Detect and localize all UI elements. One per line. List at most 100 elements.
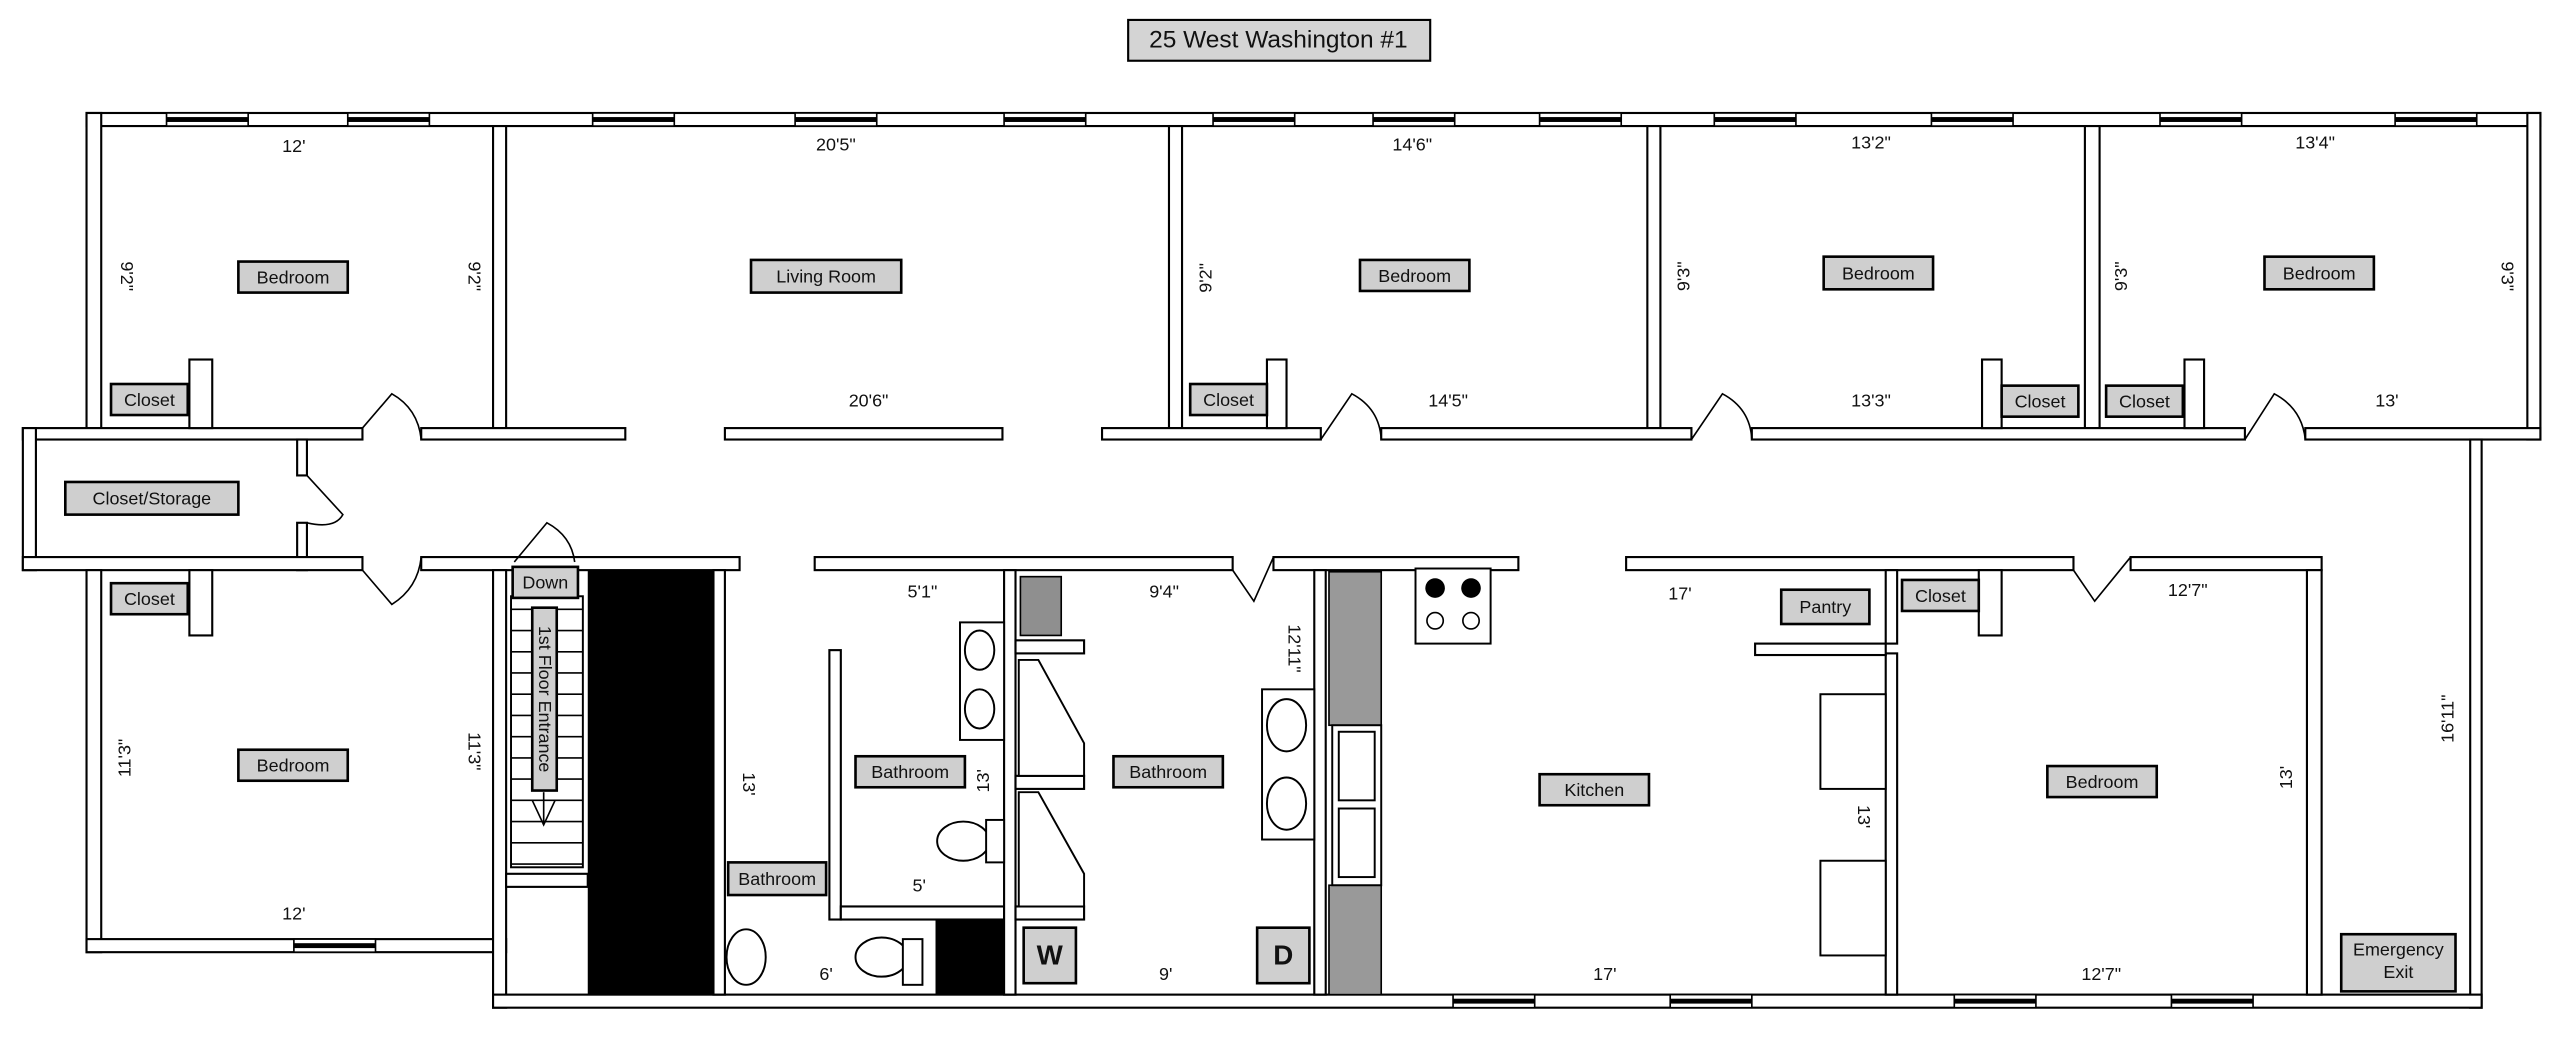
door-swing xyxy=(306,474,344,526)
sink-icon xyxy=(963,629,996,671)
dimension-label: 20'6" xyxy=(849,391,889,411)
stove-icon xyxy=(1414,567,1492,645)
room-label-closet: Closet xyxy=(2104,384,2185,418)
dryer-icon: D xyxy=(1255,926,1311,985)
window xyxy=(1212,112,1296,127)
walls xyxy=(21,111,2542,1009)
svg-text:Bedroom: Bedroom xyxy=(257,267,330,287)
first-floor-entrance-label: 1st Floor Entrance xyxy=(530,606,559,792)
dimension-label: 9'2" xyxy=(1195,263,1215,293)
water-heater xyxy=(1019,575,1063,637)
dimension-label: 13' xyxy=(973,769,993,792)
dimension-label: 11'3" xyxy=(465,732,485,770)
svg-text:Kitchen: Kitchen xyxy=(1564,780,1624,800)
counter-top xyxy=(1328,570,1383,727)
toilet-tank xyxy=(901,938,924,986)
room-label-bedroom: Bedroom xyxy=(237,748,350,783)
room-label-living-room: Living Room xyxy=(749,258,903,294)
svg-text:Down: Down xyxy=(522,573,568,593)
room-label-bedroom: Bedroom xyxy=(2263,255,2376,291)
window xyxy=(794,112,878,127)
door-swing xyxy=(1231,556,1275,603)
room-label-closet: Closet xyxy=(1188,382,1269,417)
door-swing xyxy=(361,392,423,440)
dimension-label: 14'5" xyxy=(1428,391,1468,411)
plan-title: 25 West Washington #1 xyxy=(1127,18,1432,62)
door-swing xyxy=(1690,392,1753,440)
dimension-label: 12'7" xyxy=(2081,964,2121,984)
dimension-label: 13' xyxy=(739,772,759,795)
dimension-label: 17' xyxy=(1593,964,1616,984)
dimension-label: 9'3" xyxy=(2497,261,2517,291)
dimension-label: 9'3" xyxy=(1674,261,1694,291)
sink-icon xyxy=(963,688,996,730)
shower-stall xyxy=(1017,791,1086,908)
window xyxy=(1713,112,1797,127)
dimension-label: 13' xyxy=(2375,391,2398,411)
svg-text:Pantry: Pantry xyxy=(1799,597,1851,617)
dimension-label: 12' xyxy=(282,903,305,923)
window xyxy=(165,112,249,127)
room-label-bathroom: Bathroom xyxy=(1112,754,1225,789)
cabinet xyxy=(1819,693,1887,790)
sink-icon xyxy=(1265,776,1308,831)
counter-bottom xyxy=(1328,884,1383,996)
doors xyxy=(306,392,2307,606)
dimension-label: 17' xyxy=(1668,583,1691,603)
room-label-closet: Closet xyxy=(1900,578,1981,613)
room-label-closet: Closet xyxy=(109,581,190,616)
shower-stall xyxy=(1017,658,1086,777)
toilet-icon xyxy=(854,936,909,978)
dimension-label: 12'7" xyxy=(2168,580,2208,600)
window xyxy=(1452,993,1536,1009)
stairs-down-label: Down xyxy=(511,565,580,600)
svg-text:Emergency: Emergency xyxy=(2353,939,2444,959)
svg-text:Bathroom: Bathroom xyxy=(738,869,816,889)
svg-text:1st Floor Entrance: 1st Floor Entrance xyxy=(535,626,555,773)
room-label-closet-storage: Closet/Storage xyxy=(64,480,240,516)
svg-text:Bedroom: Bedroom xyxy=(2283,263,2356,283)
window xyxy=(591,112,676,127)
dimension-label: 5' xyxy=(912,876,925,896)
door-swing xyxy=(2072,556,2132,603)
svg-text:Closet: Closet xyxy=(2015,392,2066,412)
room-label-bedroom: Bedroom xyxy=(1358,258,1471,293)
utility-block xyxy=(935,919,1005,995)
svg-text:Closet: Closet xyxy=(124,589,175,609)
washer-icon: W xyxy=(1022,926,1078,985)
dimension-label: 9'2" xyxy=(465,261,485,291)
windows xyxy=(165,112,2478,1009)
room-label-closet: Closet xyxy=(109,382,190,417)
window xyxy=(1930,112,2014,127)
sink-icon xyxy=(725,928,767,986)
svg-text:Closet: Closet xyxy=(124,390,175,410)
room-label-closet: Closet xyxy=(2000,384,2080,418)
dimension-label: 16'11" xyxy=(2438,695,2458,743)
dimension-label: 9'3" xyxy=(2111,261,2131,291)
room-label-bedroom: Bedroom xyxy=(237,260,350,294)
dimension-label: 13' xyxy=(1854,805,1874,828)
dimension-label: 6' xyxy=(819,964,832,984)
dimension-label: 5'1" xyxy=(908,582,938,602)
window xyxy=(1372,112,1456,127)
cabinet xyxy=(1819,859,1887,957)
dimension-label: 9' xyxy=(1159,964,1172,984)
elevator-shaft xyxy=(587,570,714,995)
dimension-label: 12' xyxy=(282,136,305,156)
svg-text:25 West Washington #1: 25 West Washington #1 xyxy=(1149,27,1407,54)
svg-text:W: W xyxy=(1037,939,1064,970)
dimension-label: 13' xyxy=(2276,766,2296,789)
room-label-kitchen: Kitchen xyxy=(1538,772,1651,807)
svg-text:Exit: Exit xyxy=(2383,962,2413,982)
dimension-label: 9'2" xyxy=(117,261,137,291)
room-label-bathroom: Bathroom xyxy=(854,754,967,789)
fixtures: W D xyxy=(510,567,1887,996)
window xyxy=(2170,993,2254,1009)
window xyxy=(2394,112,2478,127)
dimension-label: 12'11" xyxy=(1284,624,1304,672)
svg-text:Closet: Closet xyxy=(2119,392,2170,412)
window xyxy=(1669,993,1753,1009)
window xyxy=(1953,993,2037,1009)
door-swing xyxy=(361,556,423,606)
